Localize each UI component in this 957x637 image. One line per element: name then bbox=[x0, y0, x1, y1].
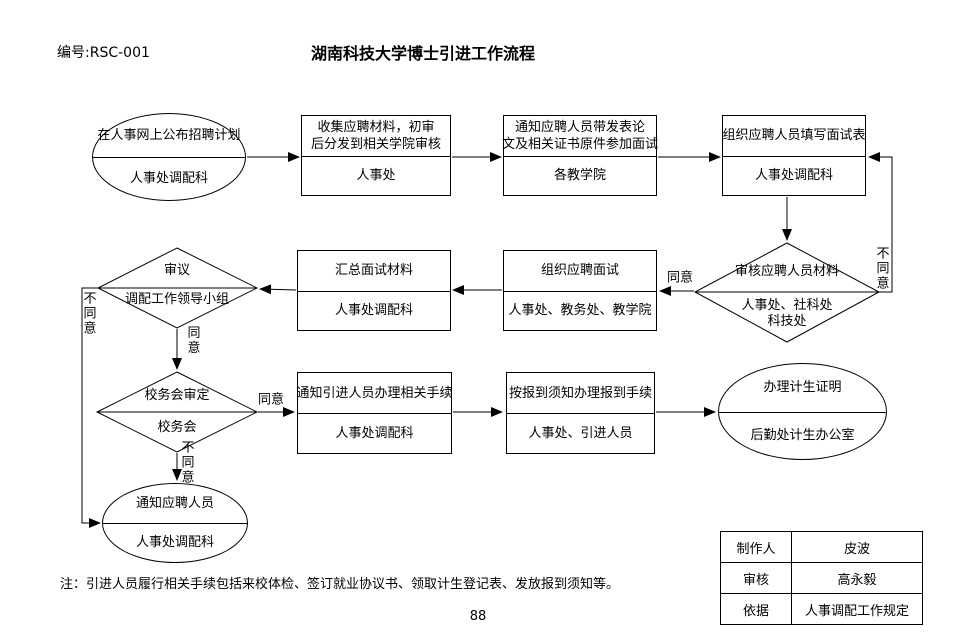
node-family-planning: 办理计生证明 后勤处计生办公室 bbox=[718, 363, 887, 460]
node-notify-applicant-dept: 人事处调配科 bbox=[135, 535, 214, 550]
maker-value-cell: 皮波 bbox=[791, 531, 923, 563]
page-number: 88 bbox=[469, 609, 487, 624]
node-family-planning-dept: 后勤处计生办公室 bbox=[750, 427, 855, 443]
node-summarize-action: 汇总面试材料 bbox=[334, 263, 413, 279]
node-collect-review: 收集应聘材料，初审 后分发到相关学院审核 人事处 bbox=[301, 115, 451, 196]
info-table: 制作人 皮波 审核 高永毅 依据 人事调配工作规定 bbox=[720, 531, 923, 625]
node-notify-applicant-action: 通知应聘人员 bbox=[135, 496, 214, 511]
node-checkin: 按报到须知办理报到手续 人事处、引进人员 bbox=[506, 372, 655, 454]
node-fill-form-dept: 人事处调配科 bbox=[754, 167, 833, 183]
node-summarize-dept: 人事处调配科 bbox=[334, 302, 413, 318]
node-publish-plan-action: 在人事网上公布招聘计划 bbox=[97, 128, 241, 143]
table-row: 制作人 皮波 bbox=[720, 531, 923, 563]
auditor-label-cell: 审核 bbox=[720, 562, 792, 594]
connector-review-disagree-feedback bbox=[868, 152, 893, 293]
decision-review-materials-dept: 人事处、社科处 科技处 bbox=[741, 298, 833, 329]
decision-deliberate-action: 审议 bbox=[163, 263, 191, 278]
basis-label-cell: 依据 bbox=[720, 593, 792, 625]
node-notify-interview-dept: 各教学院 bbox=[553, 167, 606, 183]
connector-deliberate-disagree-to-notify-applicant bbox=[81, 287, 101, 528]
decision-review-materials-action: 审核应聘人员材料 bbox=[734, 264, 840, 279]
node-family-planning-action: 办理计生证明 bbox=[763, 380, 842, 396]
decision-council-dept: 校务会 bbox=[157, 420, 197, 435]
node-publish-plan-dept: 人事处调配科 bbox=[129, 171, 208, 186]
node-notify-procedures: 通知引进人员办理相关手续 人事处调配科 bbox=[296, 372, 453, 454]
page-title: 湖南科技大学博士引进工作流程 bbox=[310, 44, 536, 63]
label-disagree-deliberate: 不同意 bbox=[83, 291, 97, 337]
maker-label-cell: 制作人 bbox=[720, 531, 792, 563]
node-organize-interview-action: 组织应聘面试 bbox=[540, 263, 619, 279]
table-row: 审核 高永毅 bbox=[720, 562, 923, 594]
label-agree-council: 同意 bbox=[257, 392, 285, 408]
node-checkin-action: 按报到须知办理报到手续 bbox=[508, 385, 652, 401]
node-collect-review-dept: 人事处 bbox=[356, 167, 396, 183]
decision-council-action: 校务会审定 bbox=[144, 388, 210, 403]
node-collect-review-action: 收集应聘材料，初审 后分发到相关学院审核 bbox=[310, 119, 441, 152]
table-row: 依据 人事调配工作规定 bbox=[720, 593, 923, 625]
node-organize-interview: 组织应聘面试 人事处、教务处、教学院 bbox=[503, 250, 657, 331]
decision-review-materials-shape bbox=[693, 242, 881, 343]
decision-council-shape bbox=[95, 371, 259, 453]
label-disagree-council: 不同意 bbox=[181, 440, 195, 486]
node-fill-form: 组织应聘人员填写面试表 人事处调配科 bbox=[722, 115, 866, 196]
decision-deliberate-shape bbox=[96, 247, 259, 329]
footnote: 注：引进人员履行相关手续包括来校体检、签订就业协议书、领取计生登记表、发放报到须… bbox=[60, 577, 620, 592]
basis-value-cell: 人事调配工作规定 bbox=[791, 593, 923, 625]
label-agree-deliberate: 同意 bbox=[187, 326, 201, 356]
node-notify-procedures-action: 通知引进人员办理相关手续 bbox=[296, 385, 453, 401]
node-fill-form-action: 组织应聘人员填写面试表 bbox=[722, 128, 866, 144]
node-summarize: 汇总面试材料 人事处调配科 bbox=[297, 250, 451, 331]
auditor-value-cell: 高永毅 bbox=[791, 562, 923, 594]
connector-summarize-to-deliberate bbox=[259, 284, 297, 295]
decision-deliberate-dept: 调配工作领导小组 bbox=[124, 292, 230, 307]
node-notify-applicant: 通知应聘人员 人事处调配科 bbox=[102, 483, 248, 563]
label-disagree-review: 不同意 bbox=[876, 246, 890, 292]
label-agree-review: 同意 bbox=[666, 270, 694, 286]
node-notify-procedures-dept: 人事处调配科 bbox=[335, 425, 414, 441]
node-publish-plan: 在人事网上公布招聘计划 人事处调配科 bbox=[92, 113, 246, 201]
node-checkin-dept: 人事处、引进人员 bbox=[528, 425, 633, 441]
doc-number: 编号:RSC-001 bbox=[57, 45, 150, 61]
node-notify-interview-action: 通知应聘人员带发表论 文及相关证书原件参加面试 bbox=[502, 119, 659, 152]
node-notify-interview: 通知应聘人员带发表论 文及相关证书原件参加面试 各教学院 bbox=[502, 115, 659, 196]
node-organize-interview-dept: 人事处、教务处、教学院 bbox=[508, 302, 652, 318]
